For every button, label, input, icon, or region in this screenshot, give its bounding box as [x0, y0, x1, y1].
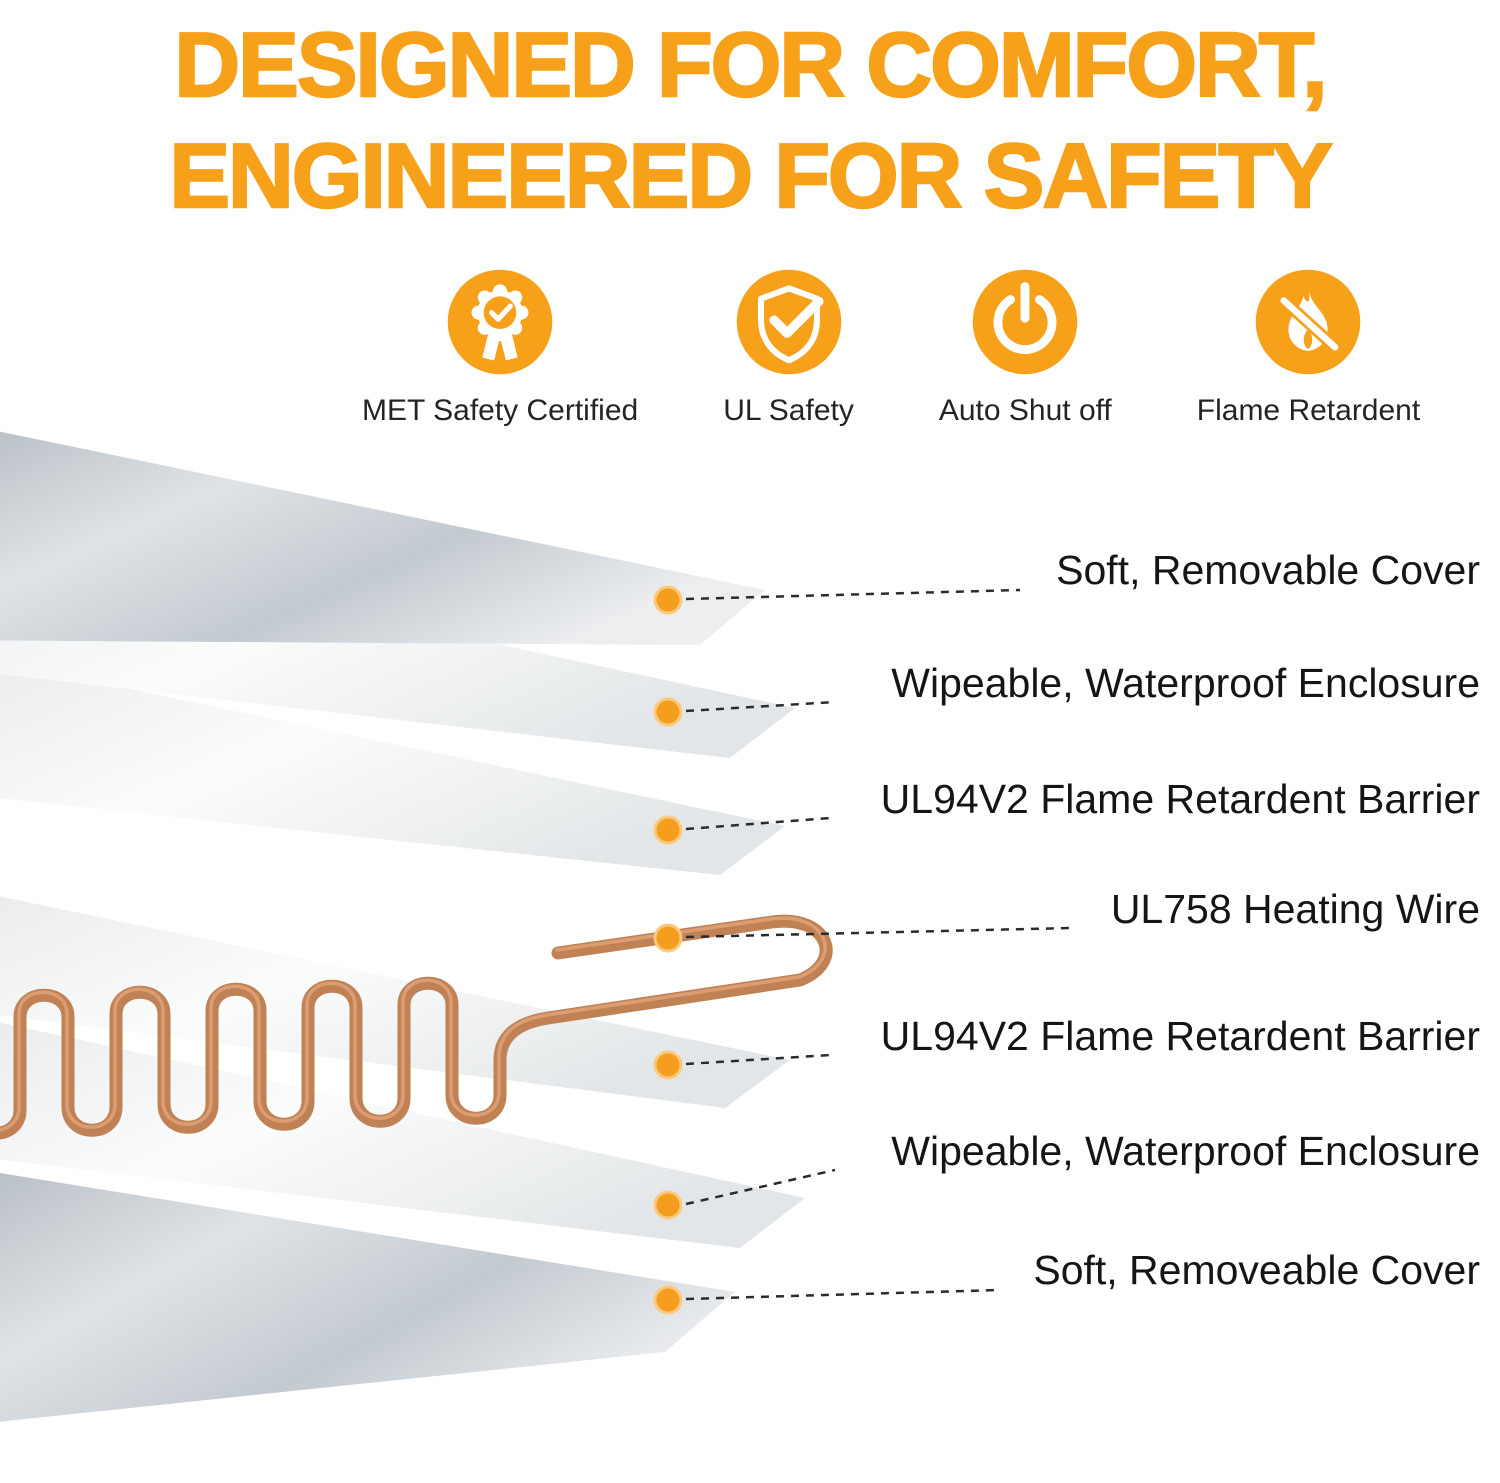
- layer-sheet-top-barrier: [0, 661, 785, 875]
- leader-line-6: [685, 1168, 836, 1206]
- page-title: DESIGNED FOR COMFORT,ENGINEERED FOR SAFE…: [0, 10, 1500, 232]
- layer-sheet-top-cover: [0, 431, 765, 645]
- layer-label-enclosure-top: Wipeable, Waterproof Enclosure: [891, 660, 1480, 706]
- leader-line-4: [685, 926, 1071, 939]
- power-icon: [969, 266, 1081, 378]
- leader-line-2: [685, 700, 836, 713]
- layer-label-barrier-top: UL94V2 Flame Retardent Barrier: [880, 776, 1480, 822]
- layer-label-heating-wire: UL758 Heating Wire: [1110, 886, 1480, 932]
- badge-met-certified: MET Safety Certified: [362, 266, 638, 428]
- badge-flame-retardent: Flame Retardent: [1197, 266, 1420, 428]
- headline-line-2: ENGINEERED FOR SAFETY: [168, 125, 1334, 228]
- badge-label-flame: Flame Retardent: [1196, 394, 1421, 428]
- leader-lines: [685, 588, 1071, 1301]
- badge-label-shutoff: Auto Shut off: [938, 394, 1112, 428]
- callout-dot-6: [653, 1190, 683, 1220]
- rosette-check-icon: [444, 266, 556, 378]
- badge-auto-shutoff: Auto Shut off: [939, 266, 1112, 428]
- layer-sheet-bottom-cover: [0, 1172, 735, 1422]
- callout-dot-7: [653, 1285, 683, 1315]
- callout-dot-3: [653, 815, 683, 845]
- callout-dot-4: [653, 923, 683, 953]
- layer-sheet-bottom-barrier: [0, 896, 790, 1108]
- layer-sheet-bottom-enclosure: [0, 1022, 805, 1248]
- shield-check-icon: [733, 266, 845, 378]
- callout-dots: [653, 585, 683, 1315]
- layer-label-cover-bottom: Soft, Removeable Cover: [1033, 1247, 1480, 1293]
- badge-row: MET Safety Certified UL Safety Auto: [362, 266, 1500, 428]
- headline: DESIGNED FOR COMFORT,ENGINEERED FOR SAFE…: [0, 0, 1500, 232]
- badge-label-met: MET Safety Certified: [362, 394, 639, 428]
- headline-line-1: DESIGNED FOR COMFORT,: [173, 14, 1329, 117]
- leader-line-7: [685, 1288, 1001, 1301]
- badge-label-ul: UL Safety: [723, 394, 854, 428]
- leader-line-1: [685, 588, 1021, 601]
- heating-wire-highlight: [0, 916, 827, 1132]
- leader-line-3: [685, 816, 831, 831]
- badge-ul-safety: UL Safety: [723, 266, 854, 428]
- leader-line-5: [685, 1053, 831, 1066]
- callout-dot-1: [653, 585, 683, 615]
- no-flame-icon: [1252, 266, 1364, 378]
- layer-label-enclosure-bottom: Wipeable, Waterproof Enclosure: [891, 1128, 1480, 1174]
- callout-dot-5: [653, 1050, 683, 1080]
- layer-label-barrier-bottom: UL94V2 Flame Retardent Barrier: [880, 1013, 1480, 1059]
- callout-dot-2: [653, 697, 683, 727]
- layer-label-cover-top: Soft, Removable Cover: [1056, 547, 1480, 593]
